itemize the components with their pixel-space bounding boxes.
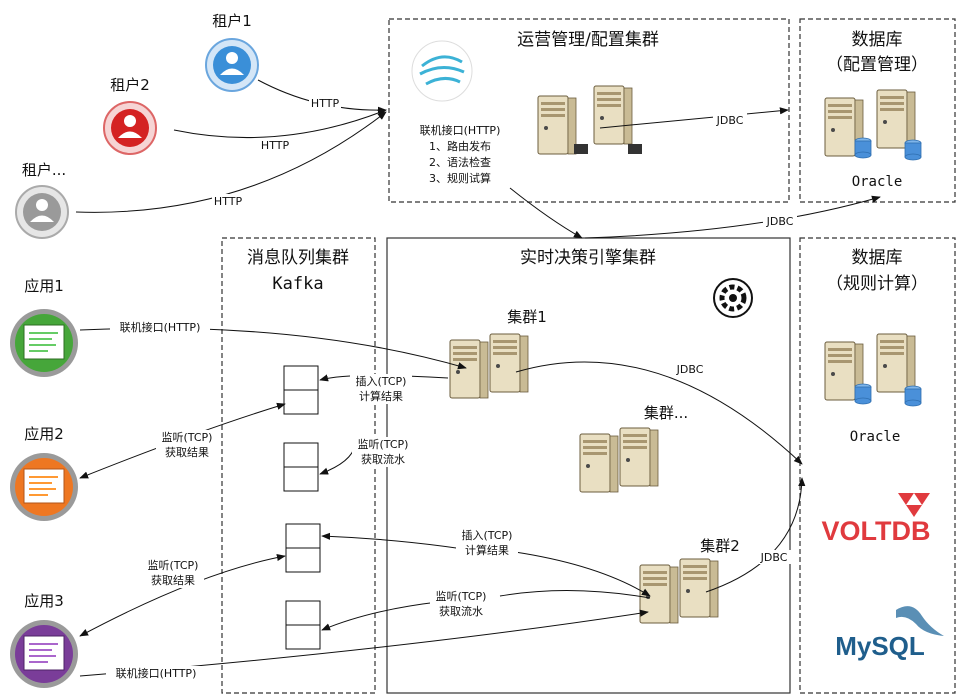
kafka-subtitle: Kafka (272, 274, 323, 294)
edge-label-http-1: HTTP (311, 97, 340, 110)
edge-ops-engine (509, 187, 583, 239)
voltdb-label: VOLTDB (822, 516, 931, 546)
cluster-more-label: 集群... (644, 404, 688, 422)
edge-label-http-2: HTTP (261, 139, 290, 152)
ops-cluster-title: 运营管理/配置集群 (517, 30, 659, 50)
db-rules-oracle-label: Oracle (850, 429, 901, 445)
edge-label-listen-stream-1: 监听(TCP) (358, 438, 409, 451)
cluster-1-label: 集群1 (507, 308, 547, 326)
edge-tenant2-ops (173, 109, 387, 139)
edge-label-insert-2: 插入(TCP) (462, 528, 513, 542)
edge-label-jdbc-1: JDBC (716, 114, 744, 127)
kafka-title: 消息队列集群 (247, 248, 349, 268)
kafka-queue-2 (283, 442, 319, 492)
app-1: 应用1 (10, 277, 78, 377)
db-config-box (799, 18, 956, 203)
ops-servers-icon (537, 85, 642, 155)
kafka-queue-4 (285, 600, 321, 650)
engine-title: 实时决策引擎集群 (520, 248, 656, 268)
edge-label-http-3: HTTP (214, 195, 243, 208)
kafka-queue-1 (283, 365, 319, 415)
app-2-label: 应用2 (24, 425, 64, 443)
db-rules-subtitle: （规则计算） (826, 274, 928, 294)
edge-label-listen-stream-2: 监听(TCP) (436, 590, 487, 603)
edge-label-fetch-stream-1: 获取流水 (361, 452, 405, 466)
engine-gear-icon (713, 278, 753, 318)
edge-tenant3-ops (75, 111, 387, 213)
db-rules-server-icon (824, 333, 922, 407)
cluster-2-label: 集群2 (700, 537, 740, 555)
edge-cluster2-dbrules (705, 477, 806, 593)
ops-api-line-2: 1、路由发布 (429, 139, 491, 153)
edge-app1-cluster1 (79, 327, 467, 370)
mysql-label: MySQL (835, 631, 925, 661)
edge-label-listen-result-2: 监听(TCP) (148, 559, 199, 572)
edge-label-fetch-stream-2: 获取流水 (439, 604, 483, 618)
tenant-2: 租户2 (103, 76, 157, 155)
tenant-3: 租户... (15, 161, 69, 239)
db-config-subtitle: （配置管理） (826, 55, 928, 75)
app-3-label: 应用3 (24, 592, 64, 610)
edge-label-jdbc-3: JDBC (676, 363, 704, 376)
edge-label-calc-2: 计算结果 (465, 543, 509, 557)
edge-cluster1-dbrules (515, 361, 803, 465)
edge-ops-dbconfig (599, 107, 789, 129)
tenant-1-user-icon (213, 46, 251, 84)
cluster-more-servers-icon (579, 427, 659, 493)
app-2: 应用2 (10, 425, 78, 521)
edge-kafka-fetch-stream (319, 444, 356, 475)
kafka-queue-3 (285, 523, 321, 573)
tenant-1-label: 租户1 (212, 12, 252, 30)
edge-cluster2-listen (499, 589, 651, 599)
edge-kafka-fetch-stream-2 (321, 601, 439, 631)
ops-api-line-3: 2、语法检查 (429, 155, 491, 169)
ops-api-line-1: 联机接口(HTTP) (420, 123, 501, 137)
voltdb-logo: VOLTDB (822, 493, 931, 546)
mysql-logo: MySQL (835, 606, 944, 661)
edge-insert-cluster2 (514, 551, 651, 597)
tenant-1: 租户1 (205, 12, 259, 92)
cluster-2-servers-icon (639, 558, 719, 624)
edge-label-app3-api: 联机接口(HTTP) (116, 666, 197, 680)
edge-engine-dbconfig (584, 195, 881, 239)
db-rules-box (799, 237, 956, 694)
app-3: 应用3 (10, 592, 78, 688)
edge-label-insert-1: 插入(TCP) (356, 374, 407, 388)
edge-label-calc-1: 计算结果 (359, 389, 403, 403)
ops-api-line-4: 3、规则试算 (429, 171, 491, 185)
db-config-title: 数据库 (852, 30, 903, 50)
cluster-1-servers-icon (449, 333, 529, 399)
edge-label-fetch-result-2: 获取结果 (151, 574, 195, 587)
ops-api-text: 联机接口(HTTP) 1、路由发布 2、语法检查 3、规则试算 (420, 123, 501, 185)
tenant-3-user-icon (23, 193, 61, 231)
edge-label-listen-result-1: 监听(TCP) (162, 431, 213, 444)
tenant-3-label: 租户... (22, 161, 66, 179)
edge-label-jdbc-4: JDBC (760, 551, 788, 564)
tenant-2-user-icon (111, 109, 149, 147)
db-rules-title: 数据库 (852, 248, 903, 268)
edge-label-fetch-result-1: 获取结果 (165, 446, 209, 459)
app-1-label: 应用1 (24, 277, 64, 295)
ops-logo-icon (411, 40, 473, 102)
tenant-2-label: 租户2 (110, 76, 150, 94)
ops-cluster-box (388, 18, 790, 203)
db-config-oracle-label: Oracle (852, 174, 903, 190)
edge-label-app1-api: 联机接口(HTTP) (120, 320, 201, 334)
edge-label-jdbc-2: JDBC (766, 215, 794, 228)
db-config-server-icon (824, 89, 922, 161)
